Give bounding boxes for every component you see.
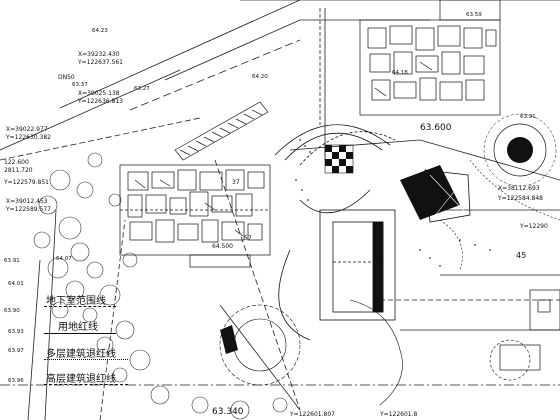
legend-highrise-setback: 高层建筑退红线 — [46, 374, 116, 385]
label-dn50: DN50 — [58, 74, 75, 81]
legend-basement-stroke — [44, 306, 116, 307]
pavilion-diamond — [400, 165, 471, 223]
spot-number: 57 — [244, 235, 252, 242]
building-top-right — [359, 0, 501, 116]
elev-label: 64.23 — [92, 28, 108, 34]
label-x2: X=39025.138 — [78, 90, 120, 97]
label-x5: X=38112.693 — [498, 185, 540, 192]
elev-label-large: 63.600 — [420, 123, 452, 133]
label-y1: Y=122637.561 — [77, 59, 123, 66]
building-right-edge — [499, 289, 560, 371]
spot-number: 45 — [516, 251, 526, 260]
label-y8: Y=122601.807 — [289, 411, 335, 418]
legend-redline-stroke — [44, 333, 116, 334]
dot-path — [295, 139, 491, 267]
swimming-pool — [319, 209, 396, 321]
elev-label: 64.01 — [8, 281, 24, 287]
elev-label: 63.93 — [8, 329, 24, 335]
planter-black — [220, 325, 238, 354]
elevation-labels: 64.23 63.37 63.27 64.20 64.01 64.07 63.9… — [4, 12, 536, 417]
legend-redline: 用地红线 — [58, 322, 98, 333]
elev-label: 63.91 — [4, 258, 20, 264]
label-y7: Y=12290 — [519, 223, 548, 230]
legend-multistory-setback: 多层建筑退红线 — [46, 349, 116, 360]
spot-number: 37 — [232, 179, 240, 186]
garden-paths — [219, 159, 560, 406]
plaza-arc — [274, 124, 396, 341]
label-x4: X=39012.453 — [6, 198, 48, 205]
label-e2: 2811.720 — [4, 167, 33, 174]
round-feature — [483, 113, 557, 187]
elev-label: 64.07 — [56, 256, 72, 262]
elev-label: 63.37 — [72, 82, 88, 88]
label-y9: Y=122601.8 — [379, 411, 418, 418]
elev-label: 63.97 — [8, 348, 24, 354]
elev-label: 63.90 — [4, 308, 20, 314]
legend-highrise-stroke — [44, 384, 128, 385]
label-x1: X=39232.430 — [78, 51, 120, 58]
elev-label: 63.91 — [520, 114, 536, 120]
label-y3: Y=122630.382 — [5, 134, 51, 141]
legend-basement-line: 地下室范围线 — [46, 296, 106, 307]
label-e1: 122.600 — [4, 159, 29, 166]
label-y5: Y=122579.851 — [3, 179, 49, 186]
elev-label: 64.500 — [212, 243, 233, 250]
elev-label: 63.27 — [134, 86, 150, 92]
legend-multistory-stroke — [44, 359, 128, 360]
coordinate-labels: X=39232.430 Y=122637.561 X=39025.138 Y=1… — [3, 51, 548, 418]
tree-symbols — [33, 152, 288, 420]
label-y6: Y=122584.848 — [497, 195, 543, 202]
label-x3: X=39022.977 — [6, 126, 48, 133]
elev-label: 63.96 — [8, 378, 24, 384]
hatched-strip — [174, 101, 269, 161]
building-left — [119, 164, 271, 268]
elev-label: 64.18 — [392, 70, 408, 76]
elev-label: 64.20 — [252, 74, 268, 80]
elev-label: 63.59 — [466, 12, 482, 18]
checkerboard-pattern — [324, 144, 354, 174]
spot-numbers: 57 37 45 — [232, 179, 526, 260]
label-y4: Y=122589.577 — [5, 206, 51, 213]
label-y2: Y=122636.813 — [77, 98, 123, 105]
elev-label-large: 63.340 — [212, 407, 244, 417]
